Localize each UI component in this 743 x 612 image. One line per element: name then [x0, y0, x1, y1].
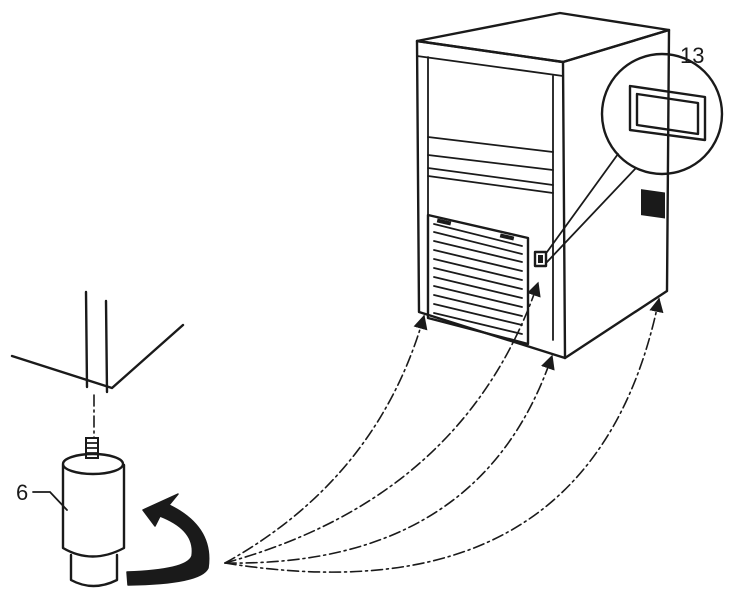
- switch-magnifier-callout: [546, 52, 724, 263]
- leveling-foot: [61, 437, 126, 588]
- ice-maker-cabinet: [415, 11, 671, 360]
- power-switch: [533, 250, 548, 268]
- callout-label-13: 13: [680, 43, 704, 68]
- callout-leader-6: [32, 491, 68, 511]
- foot-location-arrows: [224, 281, 664, 573]
- cabinet-corner-detail: [10, 290, 185, 394]
- rotation-arrow-icon: [126, 493, 210, 586]
- callout-label-6: 6: [16, 480, 28, 505]
- front-ventilation-grille: [426, 213, 530, 346]
